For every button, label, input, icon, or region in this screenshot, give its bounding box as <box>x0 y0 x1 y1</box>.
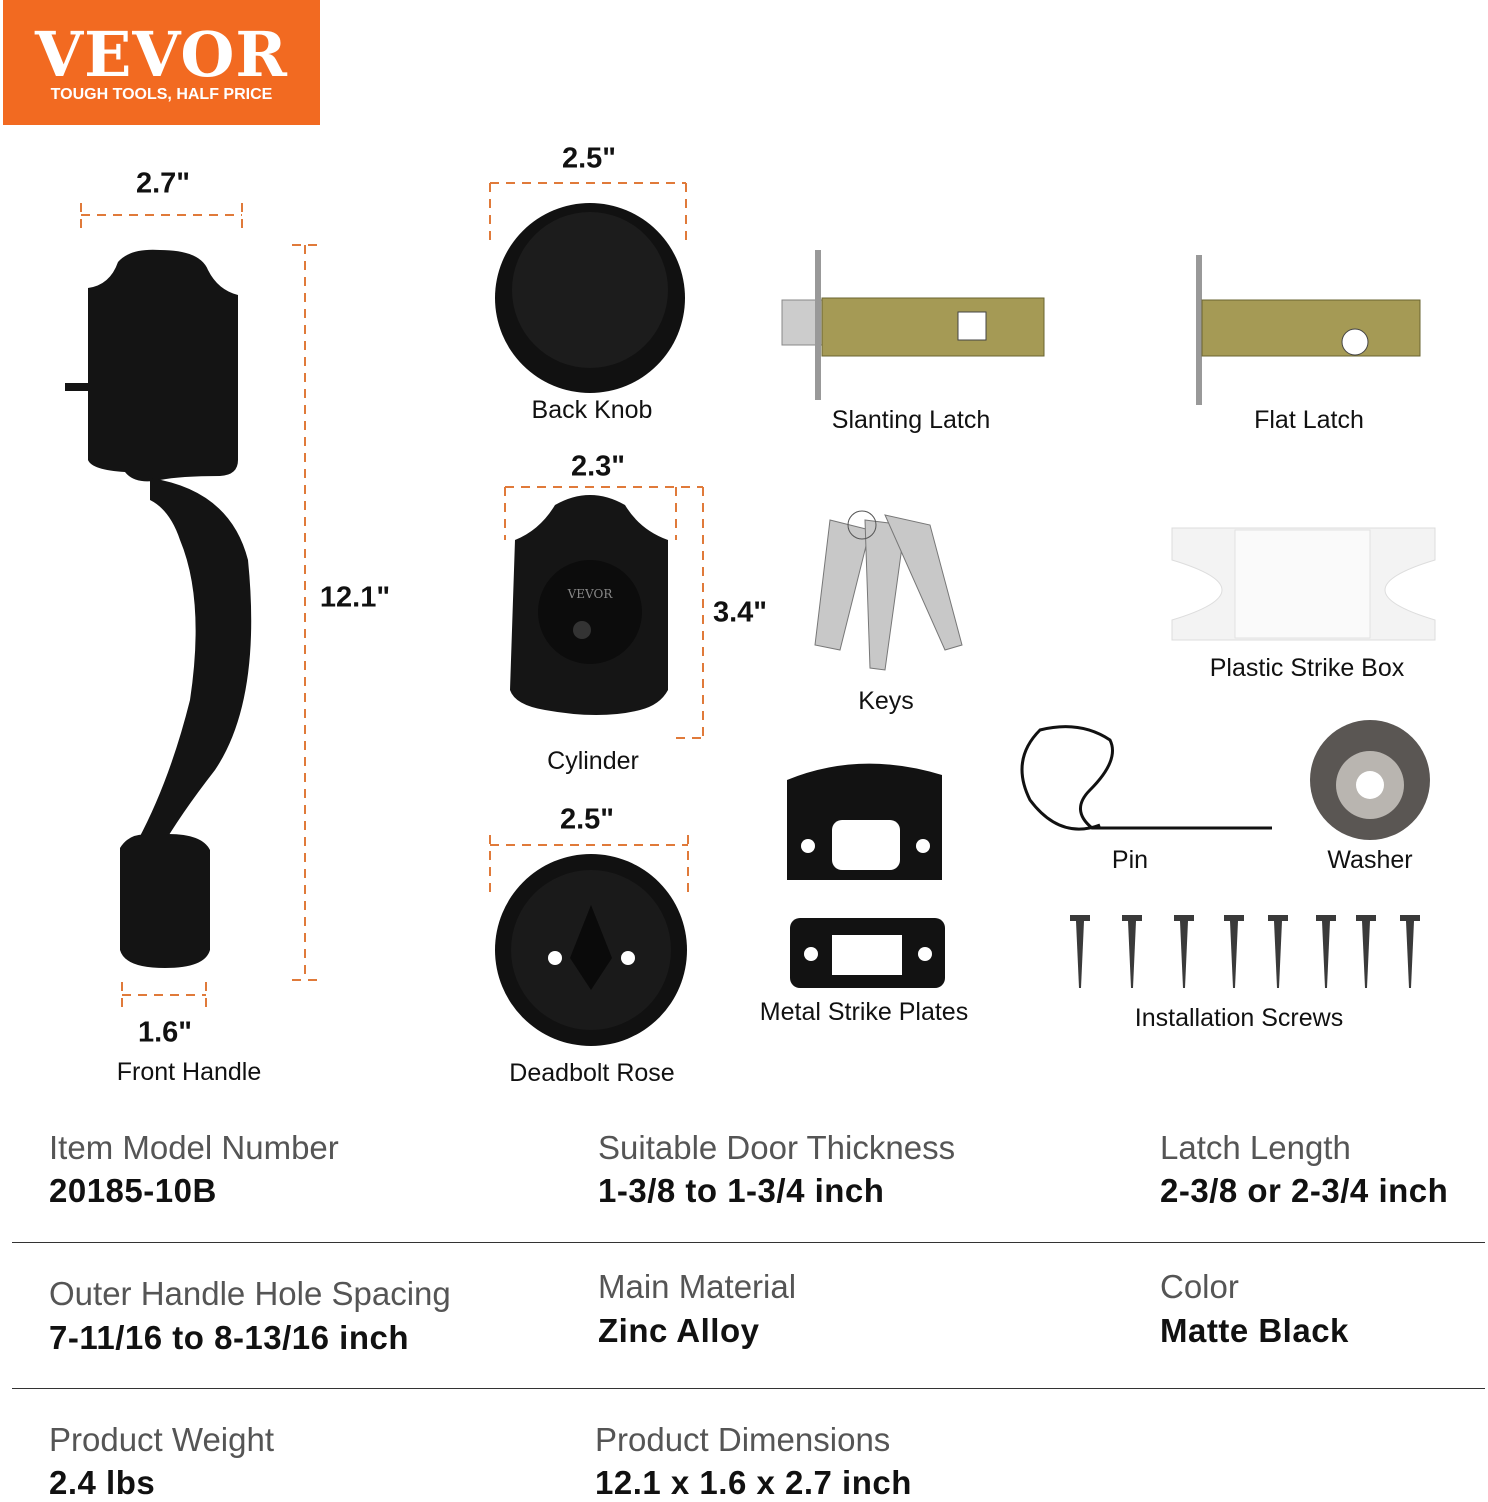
caption-slanting-latch: Slanting Latch <box>831 406 991 434</box>
spec-label: Main Material <box>598 1268 797 1305</box>
cylinder-engraving: VEVOR <box>567 587 614 601</box>
spec-label: Outer Handle Hole Spacing <box>49 1275 451 1312</box>
spec-label: Item Model Number <box>49 1129 339 1166</box>
spec-label: Product Dimensions <box>595 1421 891 1458</box>
spec-value: 20185-10B <box>49 1172 217 1209</box>
pin-image <box>1020 725 1272 831</box>
flat-latch-image <box>1196 255 1421 405</box>
dim-handle-width: 2.7" <box>135 167 191 200</box>
spec-value: 2.4 lbs <box>49 1464 156 1501</box>
dim-handle-bottom: 1.6" <box>137 1016 193 1049</box>
spec-label: Product Weight <box>49 1421 275 1458</box>
spec-value: 12.1 x 1.6 x 2.7 inch <box>595 1464 912 1501</box>
spec-label: Color <box>1160 1268 1239 1305</box>
caption-keys: Keys <box>858 687 914 715</box>
plastic-strike-box-image <box>1171 527 1436 641</box>
logo-tagline: TOUGH TOOLS, HALF PRICE <box>50 86 273 103</box>
keys-image <box>814 510 963 671</box>
dim-handle-height: 12.1" <box>319 581 391 614</box>
spec-value: 1-3/8 to 1-3/4 inch <box>598 1172 885 1209</box>
caption-back-knob: Back Knob <box>531 396 653 424</box>
deadbolt-rose-image <box>495 854 687 1046</box>
caption-front-handle: Front Handle <box>116 1058 262 1086</box>
dim-cylinder-width: 2.3" <box>570 450 626 483</box>
spec-label: Suitable Door Thickness <box>598 1129 956 1166</box>
spec-value: Zinc Alloy <box>598 1312 760 1349</box>
caption-cylinder: Cylinder <box>547 747 639 775</box>
spec-label: Latch Length <box>1160 1129 1351 1166</box>
vevor-logo: VEVOR TOUGH TOOLS, HALF PRICE <box>3 0 320 125</box>
dimension-lines <box>80 182 704 1008</box>
caption-washer: Washer <box>1327 846 1413 874</box>
cylinder-image: VEVOR <box>510 495 668 715</box>
caption-flat-latch: Flat Latch <box>1254 406 1364 434</box>
logo-brand: VEVOR <box>35 18 288 91</box>
product-illustration: VEVOR <box>65 182 1436 1046</box>
metal-strike-plates-image <box>787 763 945 988</box>
caption-metal-strike-plates: Metal Strike Plates <box>759 998 969 1026</box>
spec-value: Matte Black <box>1160 1312 1349 1349</box>
caption-plastic-strike-box: Plastic Strike Box <box>1209 654 1405 682</box>
spec-value: 7-11/16 to 8-13/16 inch <box>49 1319 410 1356</box>
back-knob-image <box>495 203 685 393</box>
front-handle-image <box>65 249 252 968</box>
slanting-latch-image <box>781 250 1045 400</box>
installation-screws-image <box>1070 915 1420 988</box>
divider <box>12 1242 1485 1243</box>
dim-cylinder-height: 3.4" <box>712 596 768 629</box>
caption-installation-screws: Installation Screws <box>1134 1004 1344 1032</box>
washer-image <box>1310 720 1430 840</box>
spec-value: 2-3/8 or 2-3/4 inch <box>1160 1172 1449 1209</box>
caption-pin: Pin <box>1111 846 1149 874</box>
dim-rose-width: 2.5" <box>559 803 615 836</box>
divider <box>12 1388 1485 1389</box>
dim-knob-width: 2.5" <box>561 142 617 175</box>
caption-deadbolt-rose: Deadbolt Rose <box>509 1059 675 1087</box>
